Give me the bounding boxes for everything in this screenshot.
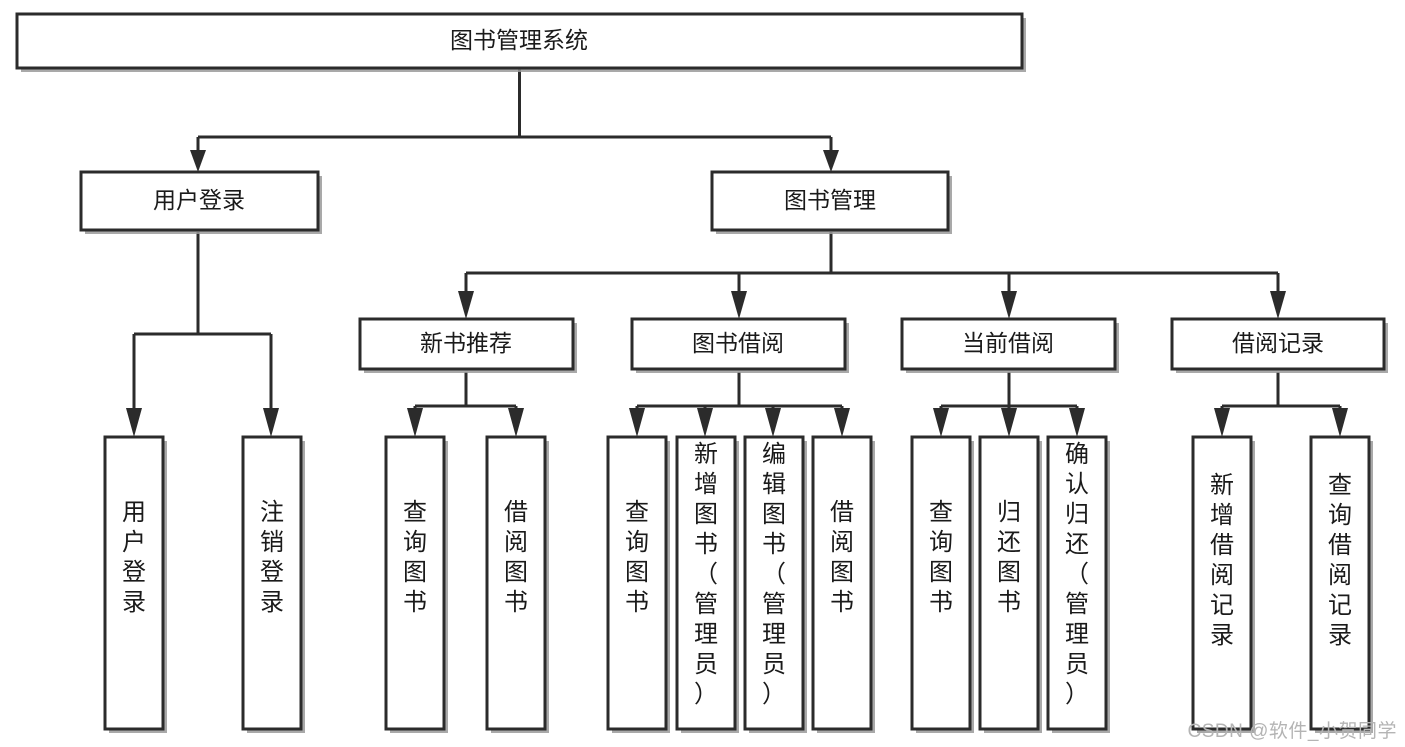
borrow-record-box [1170,317,1386,371]
arrow-to-leaf-logout-login [263,408,279,437]
leaf-query-book-2-label: 查询图书 [625,499,649,616]
leaf-query-record-box [1309,435,1371,731]
new-book-recommend-box [358,317,575,371]
leaf-borrow-book-2[interactable]: 借阅图书 [811,435,875,733]
arrow-to-leaf-borrow-book-1 [508,408,524,437]
leaf-logout-login[interactable]: 注销登录 [241,435,305,733]
leaf-borrow-book-1-box [485,435,547,731]
leaf-return-book-label: 归还图书 [997,499,1021,616]
node-book-management[interactable]: 图书管理 [710,170,952,234]
book-management-label: 图书管理 [784,187,876,213]
new-book-recommend-label: 新书推荐 [420,330,512,356]
connector-bookmgmt-to-level2 [458,232,1286,319]
leaf-return-book[interactable]: 归还图书 [978,435,1042,733]
user-login-label: 用户登录 [153,187,245,213]
arrow-to-user-login [190,150,206,172]
connector-userlogin-to-leaves [126,232,279,437]
book-borrow-label: 图书借阅 [692,330,784,356]
borrow-record-label: 借阅记录 [1232,330,1324,356]
leaf-add-book[interactable]: 新增图书（管理员） [675,435,739,733]
leaf-edit-book-label: 编辑图书（管理员） [762,441,786,708]
arrow-to-leaf-borrow-book-2 [834,408,850,437]
leaf-add-book-box [675,435,737,731]
arrow-to-leaf-query-book-2 [629,408,645,437]
leaf-confirm-return[interactable]: 确认归还（管理员） [1046,435,1110,733]
leaf-add-book-label: 新增图书（管理员） [694,441,718,708]
current-borrow-box [900,317,1117,371]
node-book-borrow[interactable]: 图书借阅 [630,317,849,373]
leaf-confirm-return-label: 确认归还（管理员） [1065,441,1089,708]
arrow-to-borrow-record [1270,291,1286,319]
leaf-confirm-return-box [1046,435,1108,731]
leaf-user-login-label: 用户登录 [122,499,146,616]
leaf-borrow-book-1-label: 借阅图书 [504,499,528,616]
arrow-to-leaf-edit-book [765,408,781,437]
leaf-query-book-1[interactable]: 查询图书 [384,435,448,733]
book-management-box [710,170,950,232]
node-borrow-record[interactable]: 借阅记录 [1170,317,1388,373]
connectors-layer [126,68,1348,437]
leaf-query-book-3[interactable]: 查询图书 [910,435,974,733]
node-user-login[interactable]: 用户登录 [79,170,322,234]
arrow-to-leaf-query-book-1 [407,408,423,437]
connector-currentborrow-to-leaves [933,372,1085,437]
leaf-query-book-3-box [910,435,972,731]
connector-root-to-level1 [190,68,839,172]
watermark-text: CSDN @软件_小贺同学 [1187,721,1397,742]
leaf-edit-book[interactable]: 编辑图书（管理员） [743,435,807,733]
arrow-to-leaf-user-login [126,408,142,437]
leaf-add-record-label: 新增借阅记录 [1210,472,1234,649]
connector-bookborrow-to-leaves [629,372,850,437]
arrow-to-leaf-confirm-return [1069,408,1085,437]
arrow-to-leaf-add-book [697,408,713,437]
leaf-borrow-book-2-box [811,435,873,731]
arrow-to-leaf-return-book [1001,408,1017,437]
leaf-query-record[interactable]: 查询借阅记录 [1309,435,1373,733]
arrow-to-new-book-recommend [458,291,474,319]
arrow-to-leaf-query-record [1332,408,1348,437]
leaf-logout-login-label: 注销登录 [260,499,284,616]
connector-borrowrecord-to-leaves [1214,372,1348,437]
arrow-to-current-borrow [1001,291,1017,319]
arrow-to-book-borrow [731,291,747,319]
leaf-query-book-1-box [384,435,446,731]
root-box [15,12,1024,70]
leaf-return-book-box [978,435,1040,731]
leaf-borrow-book-1[interactable]: 借阅图书 [485,435,549,733]
root-label: 图书管理系统 [450,27,588,53]
leaf-add-record[interactable]: 新增借阅记录 [1191,435,1255,733]
leaf-query-book-2[interactable]: 查询图书 [606,435,670,733]
node-root[interactable]: 图书管理系统 [15,12,1026,72]
leaf-query-book-1-label: 查询图书 [403,499,427,616]
arrow-to-leaf-add-record [1214,408,1230,437]
arrow-to-book-management [823,150,839,172]
arrow-to-leaf-query-book-3 [933,408,949,437]
leaf-user-login-box [103,435,165,731]
leaf-add-record-box [1191,435,1253,731]
user-login-box [79,170,320,232]
leaf-borrow-book-2-label: 借阅图书 [830,499,854,616]
leaf-query-record-label: 查询借阅记录 [1328,472,1352,649]
leaf-query-book-3-label: 查询图书 [929,499,953,616]
node-current-borrow[interactable]: 当前借阅 [900,317,1119,373]
book-borrow-box [630,317,847,371]
leaf-logout-login-box [241,435,303,731]
connector-newbook-to-leaves [407,372,524,437]
node-new-book-recommend[interactable]: 新书推荐 [358,317,577,373]
leaf-edit-book-box [743,435,805,731]
current-borrow-label: 当前借阅 [962,330,1054,356]
leaf-query-book-2-box [606,435,668,731]
leaf-user-login[interactable]: 用户登录 [103,435,167,733]
